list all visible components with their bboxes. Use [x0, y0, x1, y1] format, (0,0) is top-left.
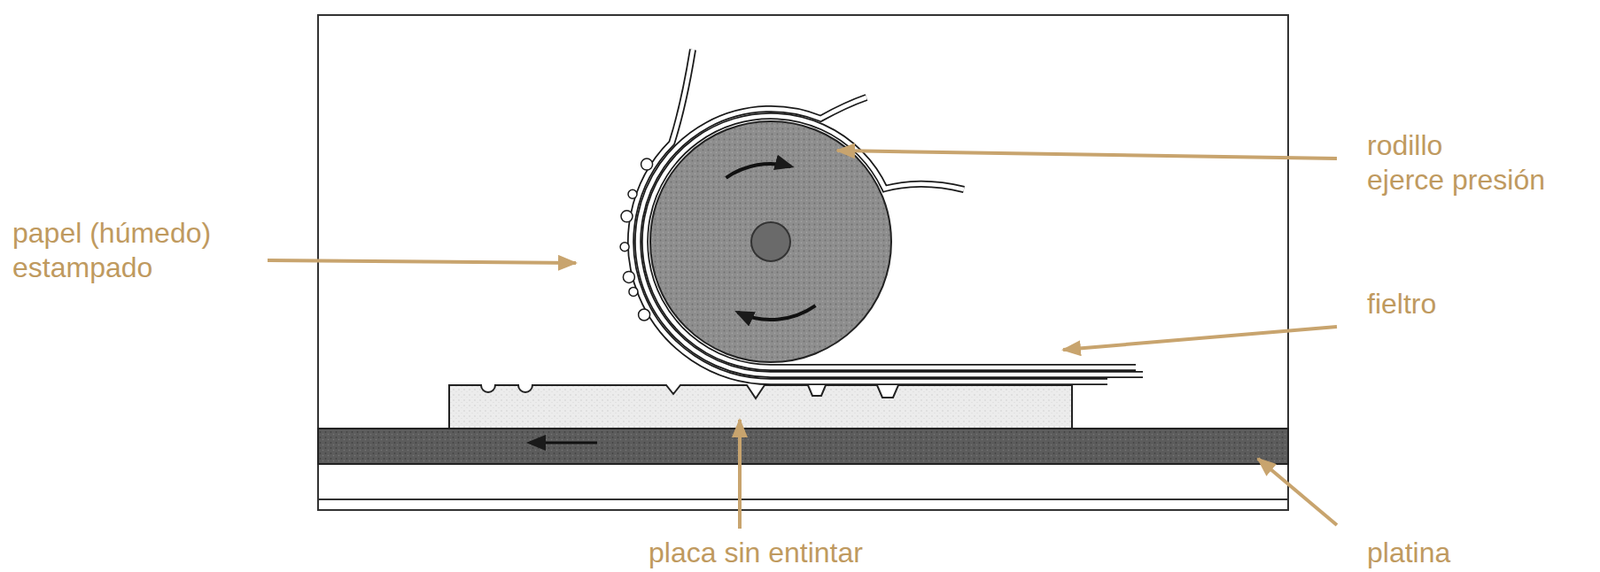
leader-line: [267, 260, 576, 264]
motion-arrow: [529, 442, 598, 445]
leader-line: [1258, 458, 1337, 526]
relief-bump: [641, 158, 653, 171]
part-label: fieltro: [1366, 287, 1437, 322]
strip-body: [630, 49, 1108, 382]
part-label: placa sin entintar: [648, 535, 863, 571]
leader-line: [737, 419, 742, 529]
roller: [650, 121, 892, 363]
rotation-arrow: [726, 163, 792, 179]
leader-line: [1063, 326, 1337, 350]
part-label: platina: [1366, 535, 1451, 571]
platen-bed: [318, 428, 1289, 465]
strip-outline: [637, 97, 1143, 375]
relief-bump: [629, 287, 638, 296]
paper-felt-strips: [630, 49, 1143, 382]
part-label: papel (húmedo) estampado: [12, 216, 226, 286]
strip-body: [637, 97, 1143, 375]
leader-line: [837, 150, 1337, 159]
relief-bump: [620, 242, 630, 252]
embossed-relief: [620, 158, 653, 321]
relief-bump: [638, 309, 651, 321]
plate: [449, 385, 1072, 429]
relief-bump: [622, 271, 635, 283]
roller-axle: [751, 222, 791, 262]
strip-outline: [630, 49, 1108, 382]
rotation-arrow: [737, 305, 816, 320]
part-label: rodillo ejerce presión: [1366, 128, 1549, 198]
bed-rail: [318, 498, 1289, 501]
relief-bump: [621, 210, 633, 223]
relief-bump: [628, 189, 637, 199]
leader-lines: [267, 150, 1337, 529]
